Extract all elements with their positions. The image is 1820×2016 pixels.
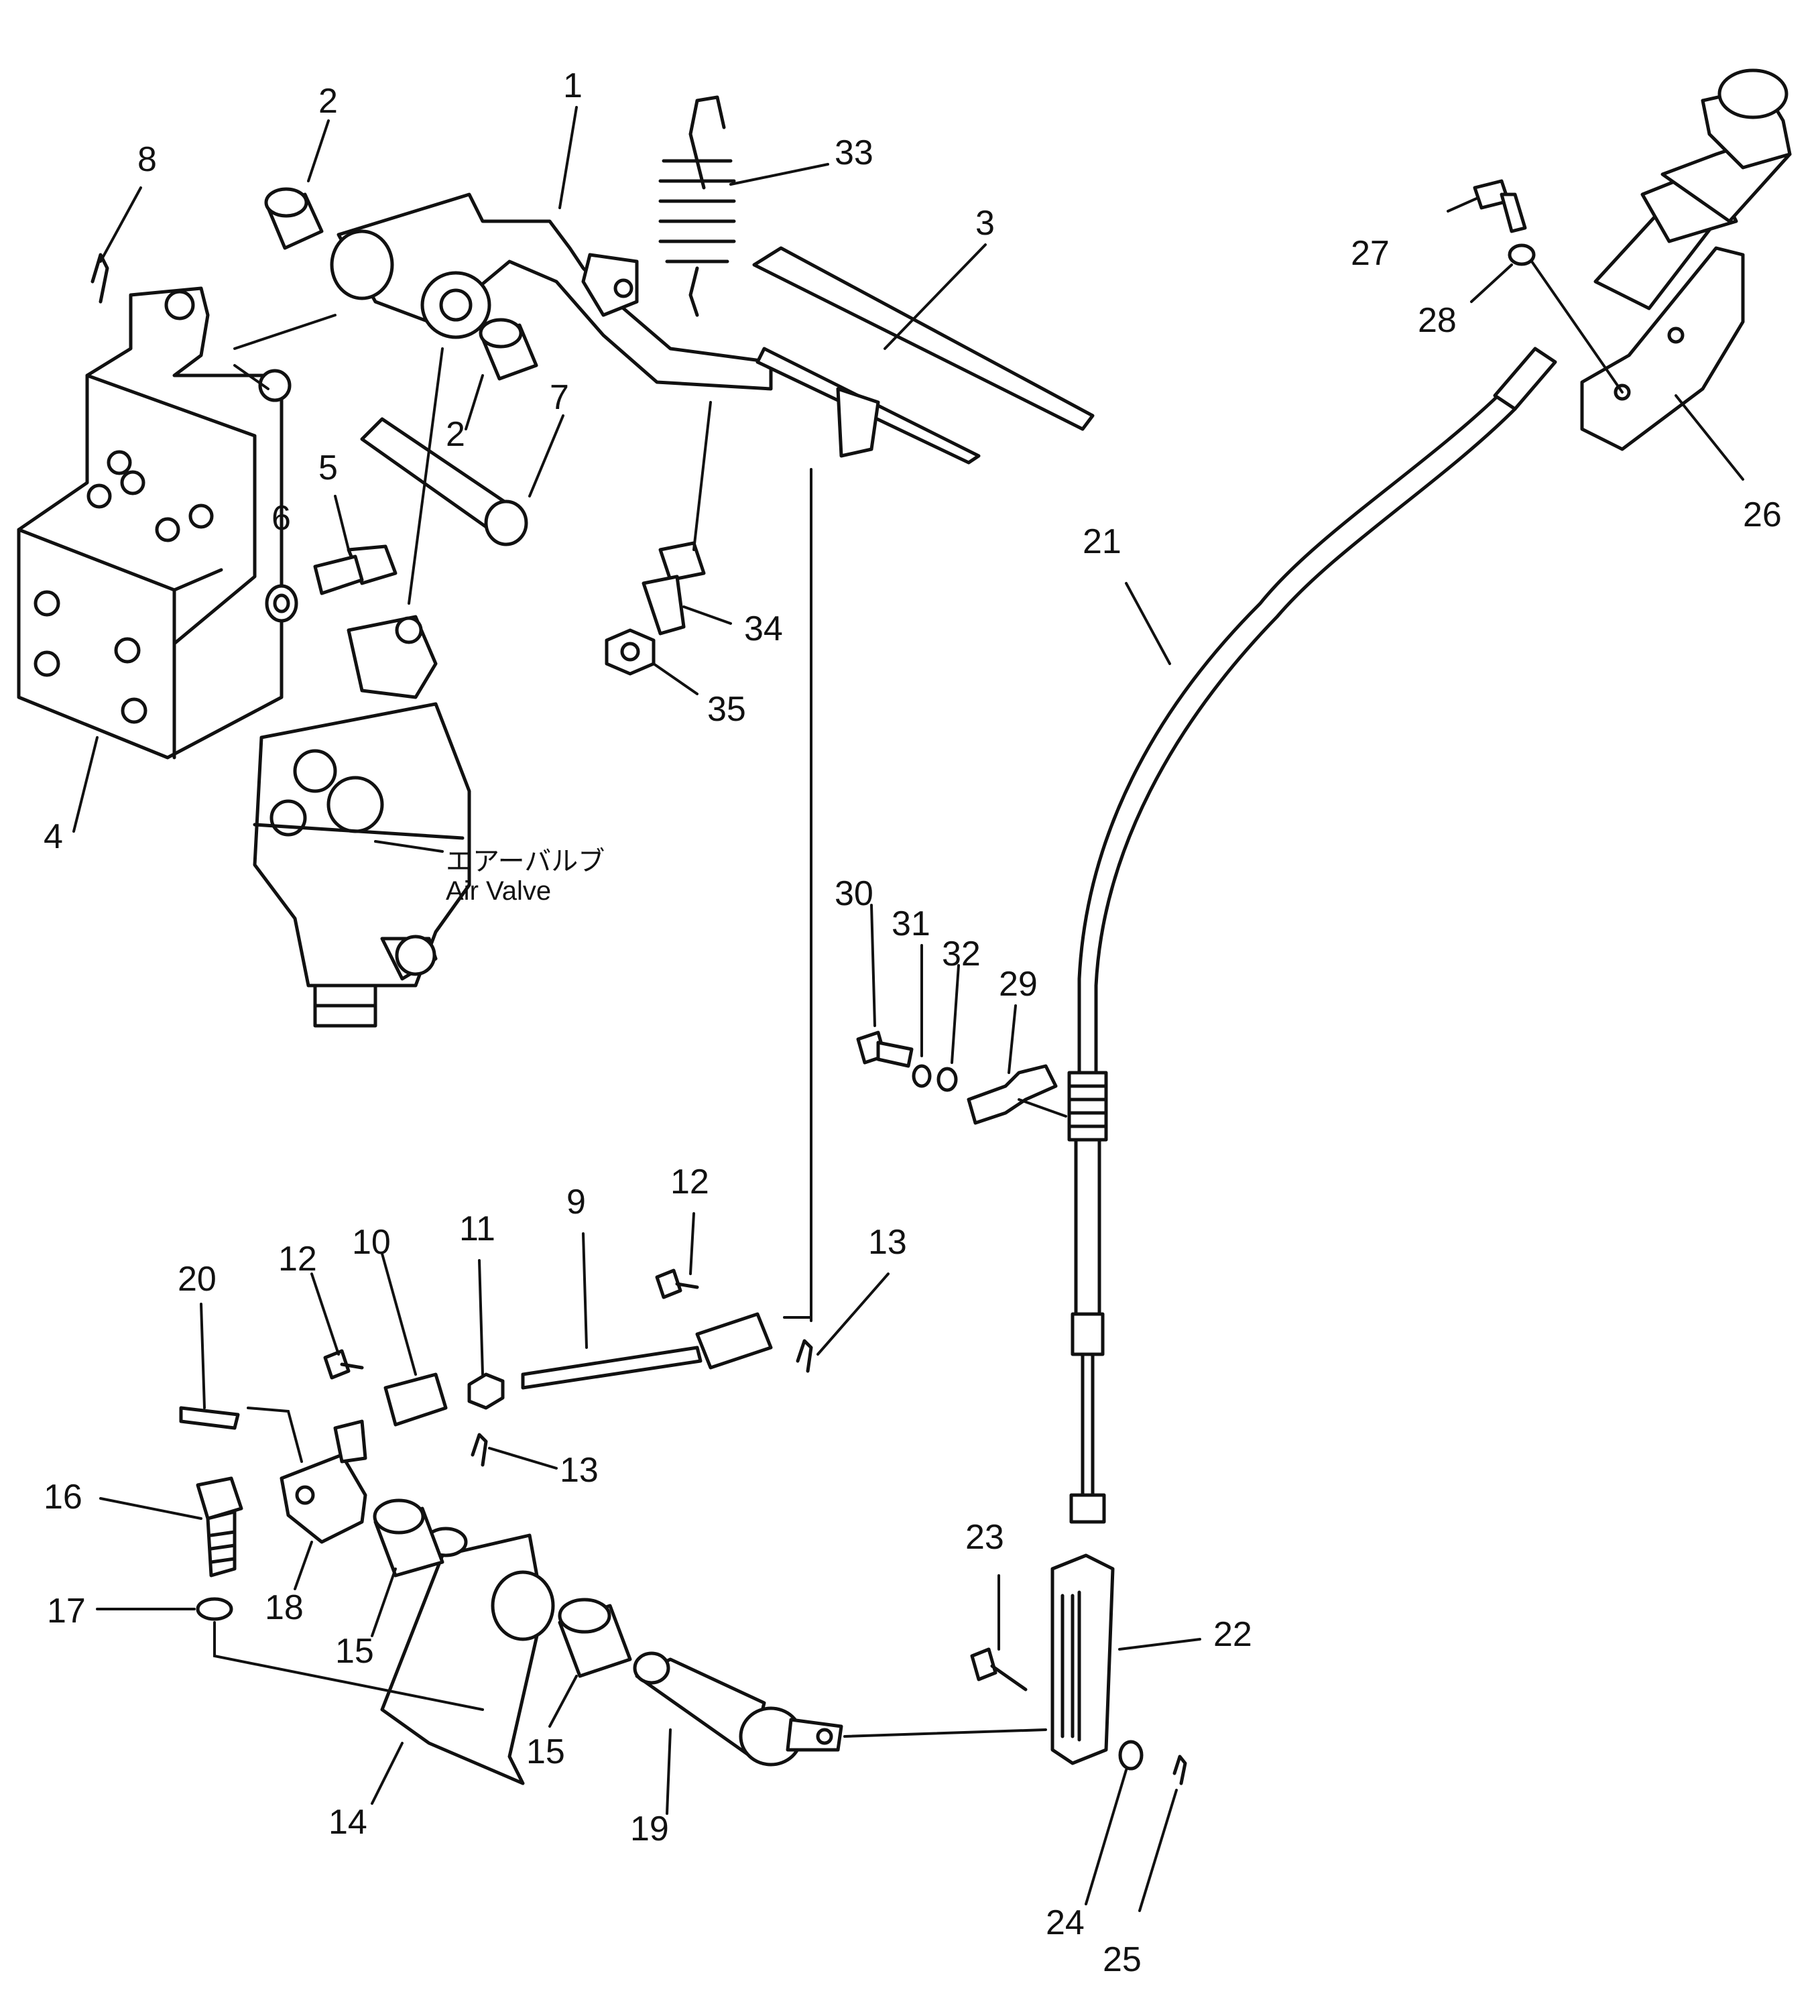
pedal-arm-part-1 — [330, 192, 773, 391]
callout-31: 31 — [892, 904, 930, 943]
callout-30: 30 — [835, 874, 873, 913]
callout-9: 9 — [566, 1183, 586, 1222]
callout-16: 16 — [44, 1478, 82, 1517]
callout-23: 23 — [965, 1518, 1004, 1557]
callout-3: 3 — [975, 204, 995, 243]
bolt-part-16 — [196, 1476, 243, 1578]
washer-part-6 — [265, 584, 298, 623]
callout-15-right: 15 — [526, 1732, 565, 1771]
air-valve-label-en: Air Valve — [446, 876, 551, 906]
bushing-part-2-upper — [264, 187, 324, 250]
cotter-pin-part-25 — [1172, 1755, 1187, 1785]
air-valve-note: エアーバルブ Air Valve — [374, 840, 605, 906]
leader-lines — [72, 106, 1744, 1912]
callout-20: 20 — [178, 1260, 217, 1299]
callout-28: 28 — [1418, 301, 1457, 340]
split-pin-part-8 — [90, 253, 109, 304]
nut-part-11 — [467, 1372, 505, 1410]
callout-5: 5 — [318, 449, 338, 487]
lever-bracket-part-26 — [1580, 68, 1792, 451]
clevis-part-10 — [383, 1372, 448, 1427]
screw-part-30 — [856, 1030, 914, 1068]
washer-part-24 — [1118, 1740, 1144, 1771]
washer-part-32 — [936, 1067, 958, 1092]
clevis-pin-part-23 — [970, 1647, 1028, 1692]
callout-34: 34 — [744, 609, 783, 648]
callout-11: 11 — [459, 1209, 495, 1248]
cotter-pin-part-13-upper — [796, 1339, 813, 1373]
bushing-part-15-right — [558, 1598, 632, 1678]
callout-6: 6 — [271, 499, 291, 538]
callout-8: 8 — [137, 140, 157, 179]
callout-14: 14 — [328, 1803, 367, 1842]
cotter-pin-part-13-lower — [471, 1433, 488, 1467]
callout-27: 27 — [1351, 234, 1390, 273]
clevis-pin-part-12-left — [323, 1349, 364, 1380]
clevis-pin-part-12-right — [655, 1268, 699, 1299]
callout-12-right: 12 — [670, 1163, 709, 1201]
spring-part-33 — [658, 95, 736, 317]
screw-part-27 — [1473, 179, 1527, 233]
callout-18: 18 — [265, 1588, 304, 1627]
callout-19: 19 — [630, 1810, 669, 1848]
air-valve — [253, 615, 471, 1028]
callout-10: 10 — [352, 1223, 391, 1262]
callout-17: 17 — [47, 1592, 86, 1630]
pin-part-7 — [360, 417, 528, 546]
callout-4: 4 — [44, 817, 63, 856]
callout-1: 1 — [563, 66, 583, 105]
lock-washer-part-31 — [912, 1064, 932, 1088]
clevis-part-22 — [1050, 1553, 1115, 1765]
rod-part-9 — [521, 1312, 773, 1390]
nut-part-35 — [605, 628, 656, 676]
callout-21: 21 — [1083, 522, 1121, 561]
callout-15-left: 15 — [335, 1632, 374, 1671]
callout-2-upper: 2 — [318, 82, 338, 121]
callout-29: 29 — [999, 965, 1038, 1004]
callout-25: 25 — [1103, 1940, 1142, 1979]
callout-labels: 1 2 2 3 4 5 6 7 8 9 10 11 12 12 13 13 14… — [44, 66, 1782, 1979]
pin-part-20 — [179, 1406, 240, 1430]
callout-32: 32 — [942, 935, 981, 973]
clamp-part-29 — [967, 1064, 1058, 1125]
bolt-part-34 — [642, 541, 706, 636]
bushing-part-15-left — [373, 1498, 444, 1578]
callout-26: 26 — [1743, 495, 1782, 534]
callout-35: 35 — [707, 690, 746, 729]
assembly-lines — [213, 260, 1624, 1738]
callout-2-lower: 2 — [446, 415, 465, 454]
bolt-part-5 — [313, 544, 398, 595]
callout-33: 33 — [835, 133, 873, 172]
bracket-part-4 — [17, 286, 292, 760]
callout-7: 7 — [550, 378, 569, 417]
callout-22: 22 — [1213, 1615, 1252, 1654]
bushing-part-2-lower — [479, 318, 538, 381]
shaft-part-19 — [633, 1651, 843, 1767]
lever-part-14 — [380, 1527, 555, 1785]
pedal-plate-part-3 — [752, 246, 1095, 465]
lock-washer-part-28 — [1508, 243, 1536, 266]
cable-part-21 — [1067, 347, 1557, 1524]
snap-ring-part-17 — [196, 1597, 233, 1621]
callout-13-lower: 13 — [560, 1451, 599, 1490]
air-valve-label-jp: エアーバルブ — [446, 847, 605, 876]
collar-part-18 — [280, 1419, 367, 1544]
callout-13-upper: 13 — [868, 1223, 907, 1262]
callout-24: 24 — [1046, 1903, 1085, 1942]
callout-12-left: 12 — [278, 1240, 317, 1279]
